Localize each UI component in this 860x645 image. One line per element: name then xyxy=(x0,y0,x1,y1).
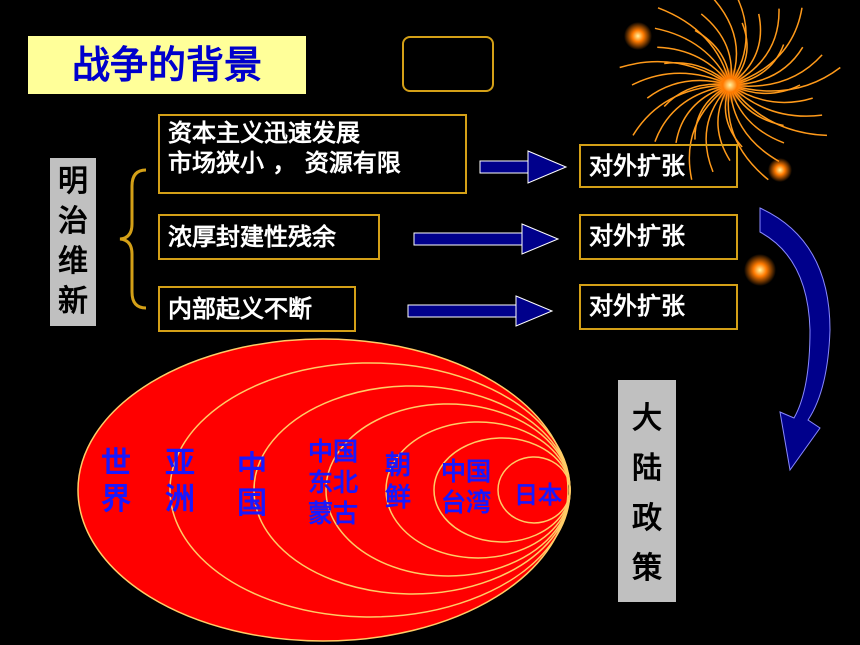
ellipse-asia xyxy=(169,362,571,618)
continental-policy-label: 大陆政策 xyxy=(618,380,676,602)
curly-brace xyxy=(119,168,147,310)
meiji-restoration-label: 明治维新 xyxy=(50,158,96,326)
cause-box-feudal: 浓厚封建性残余 xyxy=(158,214,380,260)
ring-label-japan: 日本 xyxy=(514,481,562,509)
empty-frame xyxy=(402,36,494,92)
cause-line: 市场狭小 ， 资源有限 xyxy=(168,149,401,177)
result-box-1: 对外扩张 xyxy=(579,144,738,188)
ellipse-northeast xyxy=(325,403,571,577)
ring-label-northeast-mongolia: 中国东北蒙古 xyxy=(307,437,358,528)
cause-box-uprising: 内部起义不断 xyxy=(158,286,356,332)
ellipse-japan xyxy=(497,456,571,524)
ring-label-china: 中国 xyxy=(237,450,267,521)
curved-arrow xyxy=(759,207,831,472)
expansion-ellipses xyxy=(77,338,571,642)
cause-box-capitalism: 资本主义迅速发展 市场狭小 ， 资源有限 xyxy=(158,114,467,194)
fireworks-decoration xyxy=(619,0,841,286)
arrow-2 xyxy=(413,223,560,255)
ellipse-korea xyxy=(385,421,571,559)
ring-label-asia: 亚洲 xyxy=(165,446,195,517)
cause-line: 资本主义迅速发展 xyxy=(168,119,360,147)
page-title: 战争的背景 xyxy=(28,36,306,94)
ellipse-taiwan xyxy=(433,437,571,543)
ring-label-korea: 朝鲜 xyxy=(384,451,411,513)
arrow-3 xyxy=(407,295,554,327)
arrow-1 xyxy=(479,150,568,184)
ellipse-china xyxy=(253,385,571,595)
ring-label-taiwan: 中国台湾 xyxy=(440,457,491,517)
result-box-2: 对外扩张 xyxy=(579,214,738,260)
ring-label-world: 世界 xyxy=(101,446,131,517)
ellipse-world xyxy=(77,338,569,642)
result-box-3: 对外扩张 xyxy=(579,284,738,330)
